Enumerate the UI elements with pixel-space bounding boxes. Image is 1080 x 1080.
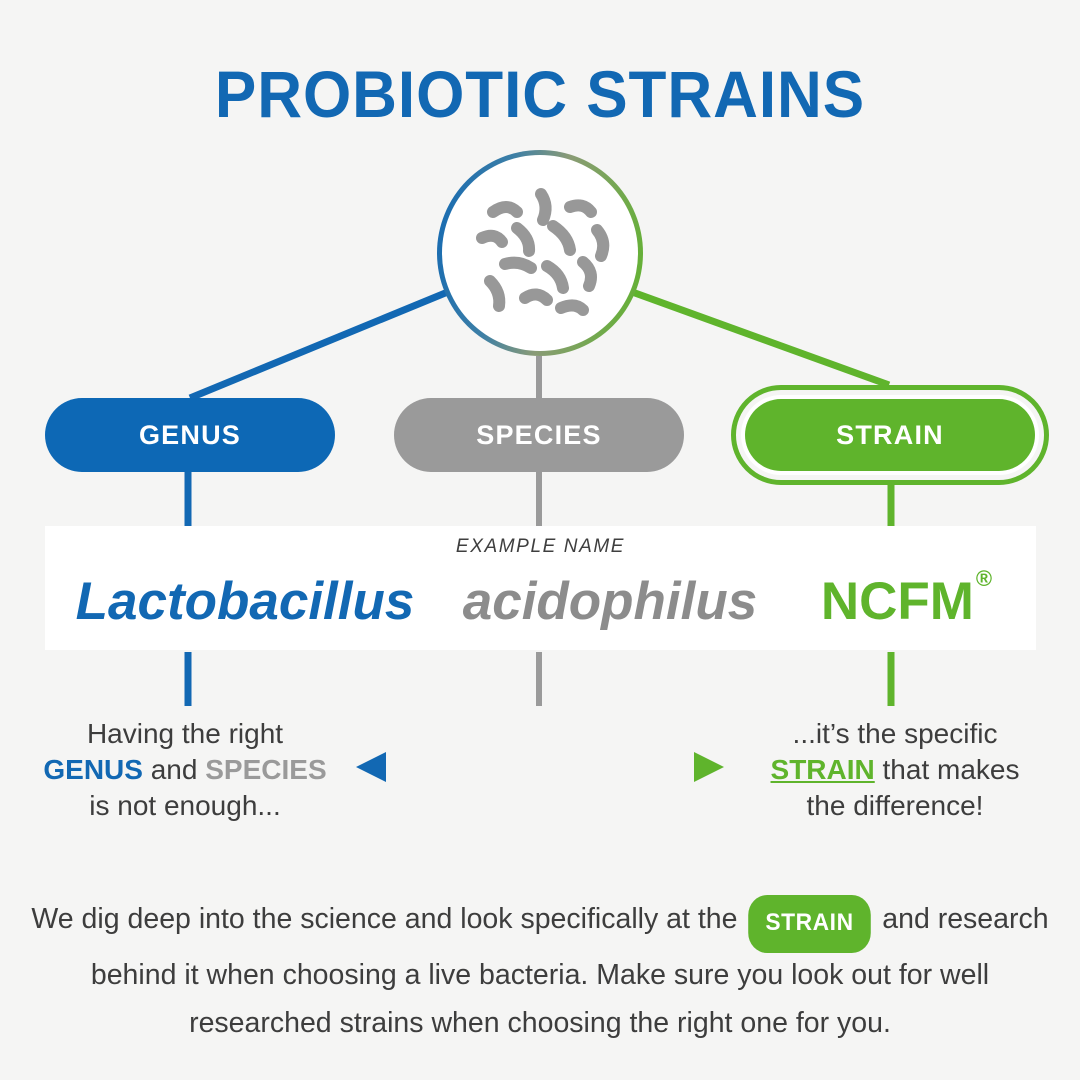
double-headed-gradient-arrow [356, 752, 724, 782]
node-genus[interactable]: GENUS [45, 398, 335, 472]
footer-part1: We dig deep into the science and look sp… [31, 903, 746, 935]
caption-right-rest: that makes [874, 754, 1020, 785]
example-strain: NCFM® [775, 566, 1036, 632]
link-circle-strain [622, 285, 891, 389]
caption-left-keyword-genus: GENUS [43, 754, 143, 785]
link-circle-genus [188, 285, 457, 402]
example-name-panel: EXAMPLE NAME Lactobacillus acidophilus N… [45, 526, 1036, 650]
caption-right-line3: the difference! [806, 790, 984, 821]
example-genus: Lactobacillus [75, 571, 415, 631]
footer-part2: and research behind it when choosing a l… [90, 903, 1049, 1039]
node-genus-label: GENUS [138, 419, 242, 450]
node-species[interactable]: SPECIES [394, 398, 684, 472]
node-strain-label: STRAIN [836, 419, 944, 450]
caption-left: Having the right GENUS and SPECIES is no… [20, 716, 350, 824]
caption-left-line1: Having the right [86, 718, 284, 749]
bacteria-circle-icon [437, 150, 643, 356]
example-name-label: EXAMPLE NAME [455, 536, 626, 557]
caption-right: ...it’s the specific STRAIN that makes t… [730, 716, 1060, 824]
footer-strain-badge: STRAIN [748, 895, 872, 953]
example-strain-text: NCFM [820, 571, 974, 631]
caption-left-line3: is not enough... [89, 790, 281, 821]
footer-paragraph: We dig deep into the science and look sp… [20, 893, 1060, 1047]
node-strain-inner-gap [741, 395, 1039, 475]
page-title: PROBIOTIC STRAINS [214, 57, 866, 131]
node-species-label: SPECIES [476, 419, 602, 450]
registered-mark-icon: ® [975, 565, 993, 591]
example-species: acidophilus [462, 571, 758, 631]
bacteria-rods [476, 188, 610, 316]
caption-left-conjunction: and [142, 754, 206, 785]
caption-left-keyword-species: SPECIES [205, 754, 327, 785]
caption-right-line1: ...it’s the specific [792, 718, 998, 749]
node-strain[interactable]: STRAIN [745, 399, 1035, 471]
caption-right-keyword-strain: STRAIN [770, 754, 875, 785]
example-name-row: Lactobacillus acidophilus NCFM® [45, 564, 1036, 638]
